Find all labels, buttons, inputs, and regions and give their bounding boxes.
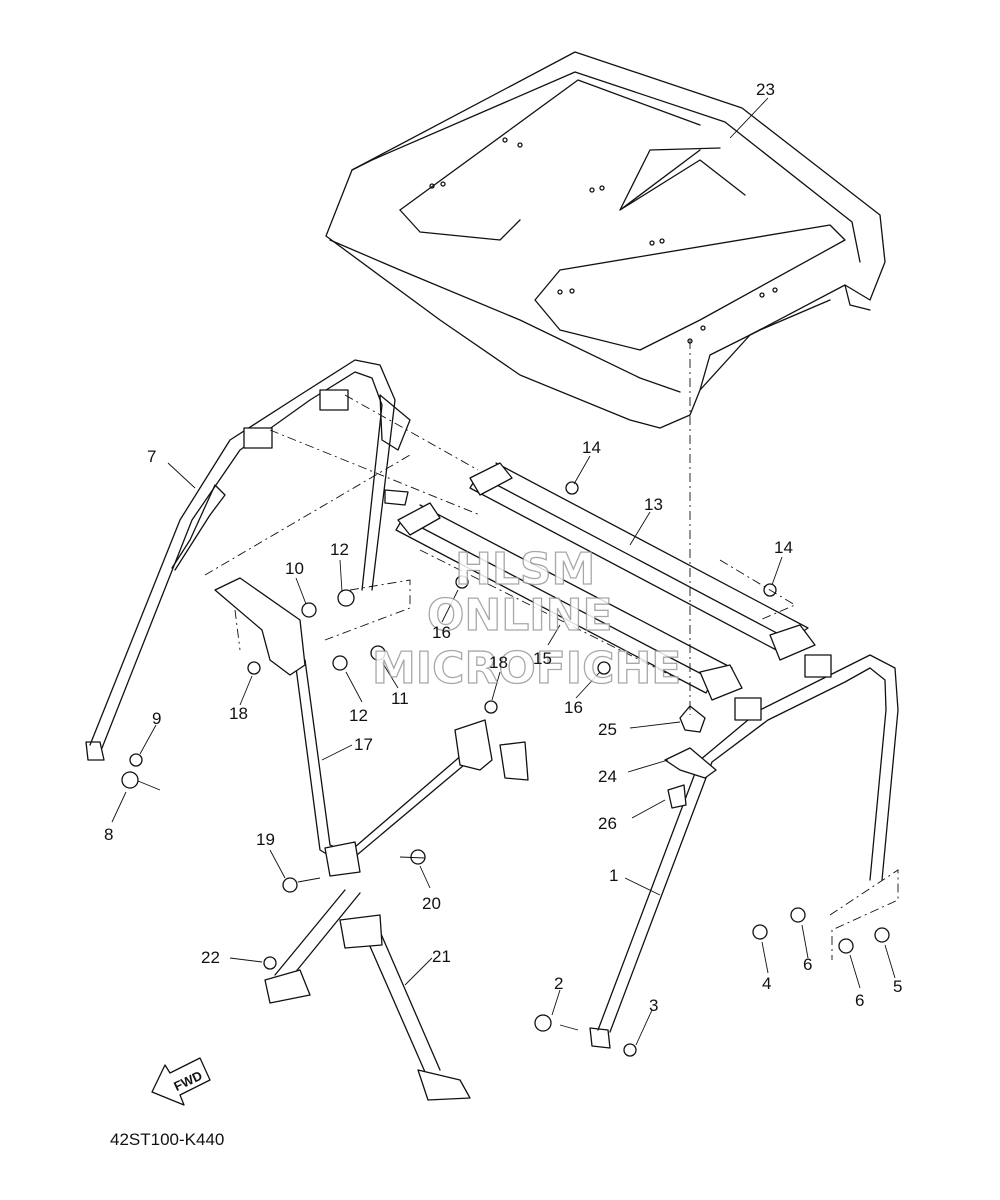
callout-6-upper: 6 [803,955,812,974]
callout-21: 21 [432,947,451,966]
callout-2: 2 [554,974,563,993]
callout-6-lower: 6 [855,991,864,1010]
assembly-lines [204,340,899,960]
base-mount [264,889,471,1101]
callout-4: 4 [762,974,771,993]
callout-26: 26 [598,814,617,833]
roof-panel [325,51,886,429]
callout-18-left: 18 [229,704,248,723]
brace [294,659,529,877]
left-bracket [214,577,306,676]
watermark-line-2: ONLINE [427,590,613,641]
cross-member-13 [469,462,816,661]
callout-16-right: 16 [564,698,583,717]
callout-22: 22 [201,948,220,967]
callout-5: 5 [893,977,902,996]
callout-24: 24 [598,767,617,786]
callout-11: 11 [391,689,409,708]
callout-12-top: 12 [330,540,349,559]
callout-14-right: 14 [774,538,793,557]
callout-16-left: 16 [432,623,451,642]
callout-25: 25 [598,720,617,739]
cross-member-15 [395,502,743,701]
callout-7: 7 [147,447,156,466]
callout-1: 1 [609,866,618,885]
diagram-code: 42ST100-K440 [110,1130,224,1149]
callout-19: 19 [256,830,275,849]
watermark-line-3: MICROFICHE [372,643,681,694]
callouts: 23 7 14 13 14 12 10 16 15 18 12 11 16 18… [104,80,902,1015]
callout-20: 20 [422,894,441,913]
callout-10: 10 [285,559,304,578]
callout-15: 15 [533,649,552,668]
callout-17: 17 [354,735,373,754]
callout-18-mid: 18 [489,653,508,672]
leader-lines [111,97,896,1046]
callout-3: 3 [649,996,658,1015]
fasteners [121,481,890,1057]
callout-13: 13 [644,495,663,514]
front-frame [589,654,899,1049]
callout-23: 23 [756,80,775,99]
rear-frame [85,359,411,761]
watermark-line-1: HLSM [455,544,595,595]
watermark: HLSM ONLINE MICROFICHE [371,543,682,694]
callout-12-bottom: 12 [349,706,368,725]
callout-9: 9 [152,709,161,728]
fwd-arrow-icon: FWD [151,1057,211,1106]
callout-14-top: 14 [582,438,601,457]
callout-8: 8 [104,825,113,844]
